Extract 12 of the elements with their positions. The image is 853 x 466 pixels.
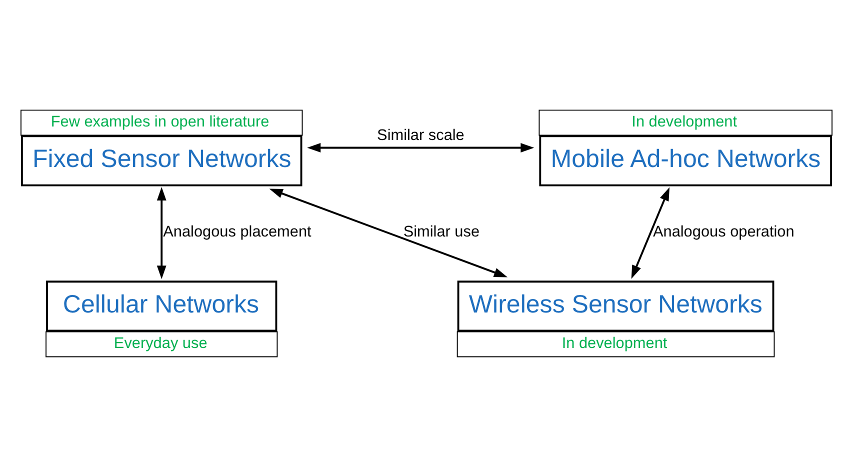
node-label: In development <box>562 334 668 352</box>
arrow <box>307 143 534 152</box>
node-label: Few examples in open literature <box>50 113 270 130</box>
edge-label: Analogous placement <box>163 224 312 241</box>
edge-label: Similar use <box>403 224 480 241</box>
arrow <box>269 188 508 278</box>
arrow <box>631 187 670 279</box>
node-label: Everyday use <box>114 334 208 352</box>
node-label: In development <box>632 113 738 130</box>
arrow <box>156 187 166 280</box>
edge-label: Similar scale <box>377 126 464 144</box>
edge-label: Analogous operation <box>652 224 794 241</box>
